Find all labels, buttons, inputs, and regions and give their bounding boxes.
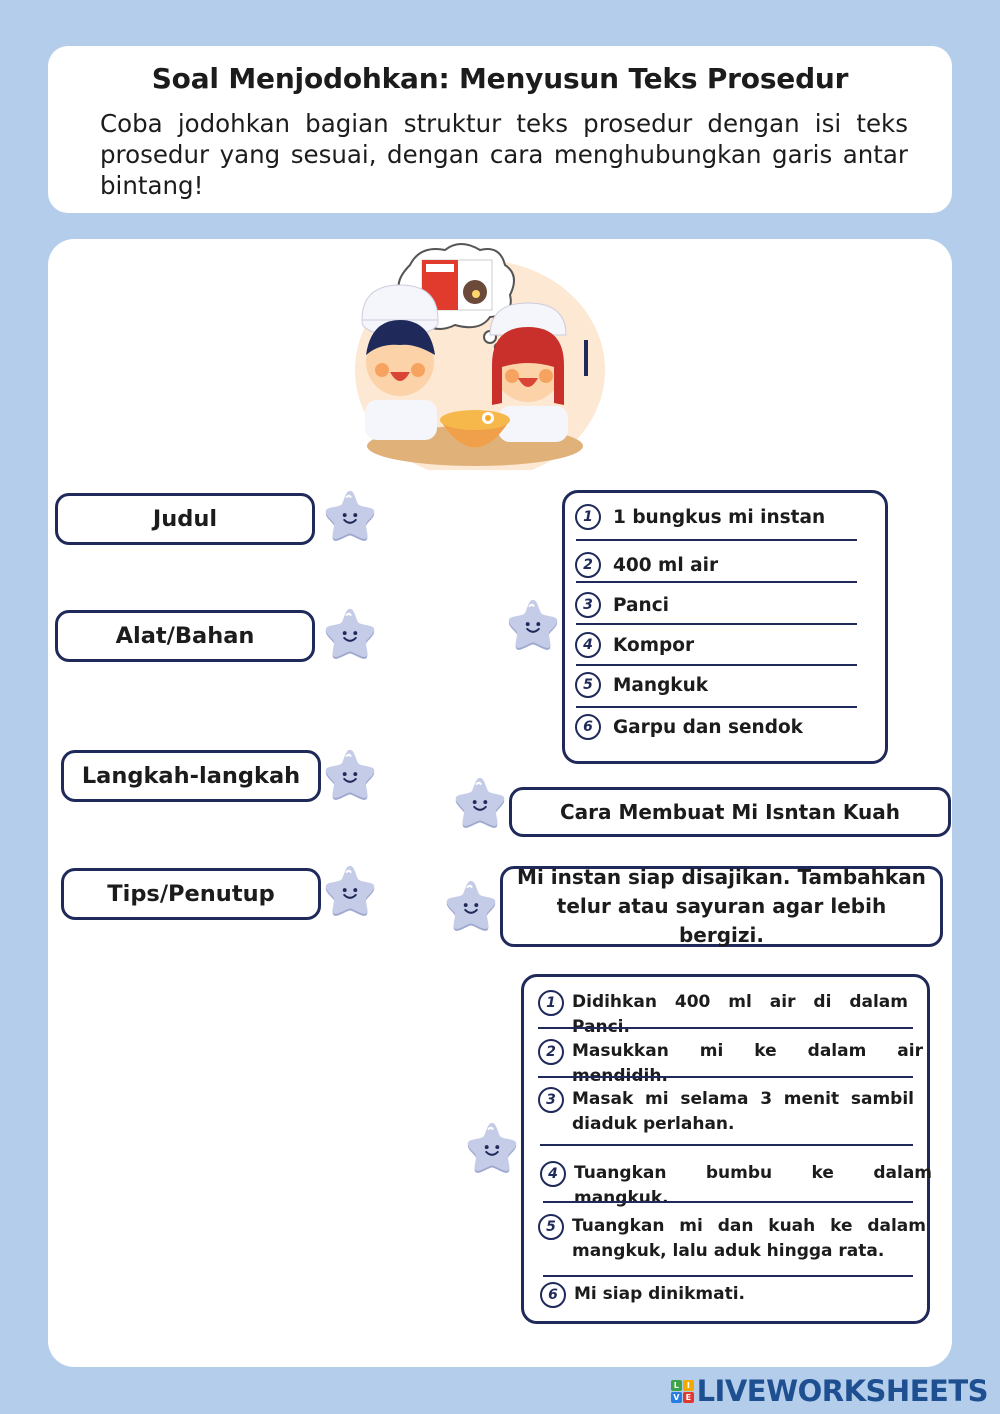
- number-circle-icon: 2: [538, 1039, 564, 1065]
- ingredient-item: 5 Mangkuk: [575, 672, 708, 698]
- logo-letter: E: [682, 1391, 694, 1403]
- label-text: Langkah-langkah: [81, 763, 301, 789]
- step-item: 3 Masak mi selama 3 menit sambil diaduk p…: [538, 1087, 914, 1137]
- step-text: Masak mi selama 3 menit sambil diaduk pe…: [572, 1089, 914, 1134]
- number-circle-icon: 3: [538, 1087, 564, 1113]
- chefs-illustration: [340, 240, 620, 480]
- divider: [540, 1144, 913, 1146]
- number-circle-icon: 3: [575, 592, 601, 618]
- liveworksheets-brand: L I V E LIVEWORKSHEETS: [670, 1374, 989, 1408]
- label-text: Alat/Bahan: [115, 623, 255, 649]
- divider: [576, 539, 857, 541]
- number-circle-icon: 4: [575, 632, 601, 658]
- ingredient-item: 1 1 bungkus mi instan: [575, 504, 825, 530]
- ingredient-text: Garpu dan sendok: [613, 716, 803, 738]
- title-option-box: Cara Membuat Mi Isntan Kuah: [509, 787, 951, 837]
- logo-letter: L: [670, 1379, 682, 1391]
- star-ingredients-icon[interactable]: [504, 598, 562, 654]
- star-tips-option-icon[interactable]: [442, 879, 500, 935]
- label-text: Tips/Penutup: [107, 881, 275, 907]
- logo-letter: V: [670, 1391, 682, 1403]
- star-title-option-icon[interactable]: [451, 776, 509, 832]
- label-text: Judul: [152, 506, 218, 532]
- step-text: Mi siap dinikmati.: [574, 1284, 745, 1304]
- brand-name: LIVEWORKSHEETS: [696, 1374, 989, 1408]
- step-item: 2 Masukkan mi ke dalam air mendidih.: [538, 1039, 923, 1089]
- divider: [576, 706, 857, 708]
- number-circle-icon: 1: [575, 504, 601, 530]
- star-alat-bahan-icon[interactable]: [321, 607, 379, 663]
- number-circle-icon: 6: [540, 1282, 566, 1308]
- step-text: Tuangkan bumbu ke dalam mangkuk.: [574, 1163, 932, 1208]
- page-title: Soal Menjodohkan: Menyusun Teks Prosedur: [151, 62, 849, 95]
- step-item: 5 Tuangkan mi dan kuah ke dalam mangkuk, …: [538, 1214, 926, 1264]
- tips-option-text: Mi instan siap disajikan. Tambahkan telu…: [517, 865, 926, 947]
- number-circle-icon: 4: [540, 1161, 566, 1187]
- ingredient-text: Panci: [613, 594, 670, 616]
- title-option-text: Cara Membuat Mi Isntan Kuah: [559, 800, 901, 824]
- divider: [543, 1275, 913, 1277]
- step-text: Masukkan mi ke dalam air mendidih.: [572, 1041, 923, 1086]
- divider: [576, 664, 857, 666]
- ingredient-text: 1 bungkus mi instan: [613, 506, 826, 528]
- star-tips-icon[interactable]: [321, 864, 379, 920]
- divider: [543, 1201, 913, 1203]
- divider: [576, 623, 857, 625]
- number-circle-icon: 6: [575, 714, 601, 740]
- steps-box: [521, 974, 930, 1324]
- star-judul-icon[interactable]: [321, 489, 379, 545]
- divider: [538, 1027, 913, 1029]
- tips-option-box: Mi instan siap disajikan. Tambahkan telu…: [500, 865, 943, 947]
- header-card: [48, 46, 952, 213]
- instructions-text: Coba jodohkan bagian struktur teks prose…: [100, 109, 908, 200]
- step-item: 1 Didihkan 400 ml air di dalam Panci.: [538, 990, 908, 1040]
- star-steps-icon[interactable]: [463, 1121, 521, 1177]
- number-circle-icon: 2: [575, 552, 601, 578]
- liveworksheets-logo-icon: L I V E: [670, 1379, 694, 1403]
- ingredient-item: 6 Garpu dan sendok: [575, 714, 803, 740]
- number-circle-icon: 1: [538, 990, 564, 1016]
- divider: [538, 1076, 913, 1078]
- step-item: 4 Tuangkan bumbu ke dalam mangkuk.: [540, 1161, 932, 1211]
- divider: [576, 581, 857, 583]
- ingredients-box: [562, 490, 888, 764]
- number-circle-icon: 5: [575, 672, 601, 698]
- step-item: 6 Mi siap dinikmati.: [540, 1282, 920, 1308]
- step-text: Tuangkan mi dan kuah ke dalam mangkuk, l…: [572, 1216, 926, 1261]
- ingredient-item: 2 400 ml air: [575, 552, 718, 578]
- ingredient-item: 4 Kompor: [575, 632, 694, 658]
- label-judul: Judul: [55, 493, 315, 545]
- ingredient-text: 400 ml air: [613, 554, 719, 576]
- number-circle-icon: 5: [538, 1214, 564, 1240]
- ingredient-item: 3 Panci: [575, 592, 669, 618]
- ingredient-text: Mangkuk: [613, 674, 709, 696]
- label-alat-bahan: Alat/Bahan: [55, 610, 315, 662]
- label-tips-penutup: Tips/Penutup: [61, 868, 321, 920]
- label-langkah-langkah: Langkah-langkah: [61, 750, 321, 802]
- step-text: Didihkan 400 ml air di dalam Panci.: [572, 992, 908, 1037]
- ingredient-text: Kompor: [613, 634, 695, 656]
- star-langkah-icon[interactable]: [321, 748, 379, 804]
- logo-letter: I: [682, 1379, 694, 1391]
